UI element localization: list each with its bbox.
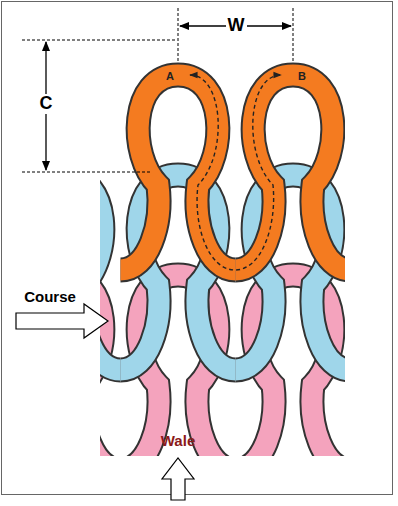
point-label: B bbox=[296, 70, 308, 82]
width-dimension bbox=[178, 8, 293, 62]
wale-arrow bbox=[162, 458, 194, 500]
knit-loops bbox=[100, 75, 345, 456]
dimension-label: W bbox=[226, 16, 247, 36]
axis-label: Course bbox=[22, 289, 78, 306]
frame bbox=[2, 2, 393, 495]
loop-yarn bbox=[100, 175, 121, 370]
height-dimension bbox=[22, 40, 176, 172]
axis-label: Wale bbox=[159, 433, 197, 450]
dimension-label: C bbox=[38, 94, 55, 114]
loop-outline bbox=[236, 75, 346, 270]
loop-outline bbox=[100, 175, 121, 370]
orange-course bbox=[121, 75, 346, 270]
yarn-path bbox=[190, 75, 281, 270]
point-label: A bbox=[164, 70, 176, 82]
loop-yarn bbox=[236, 75, 346, 270]
course-arrow bbox=[16, 304, 108, 338]
